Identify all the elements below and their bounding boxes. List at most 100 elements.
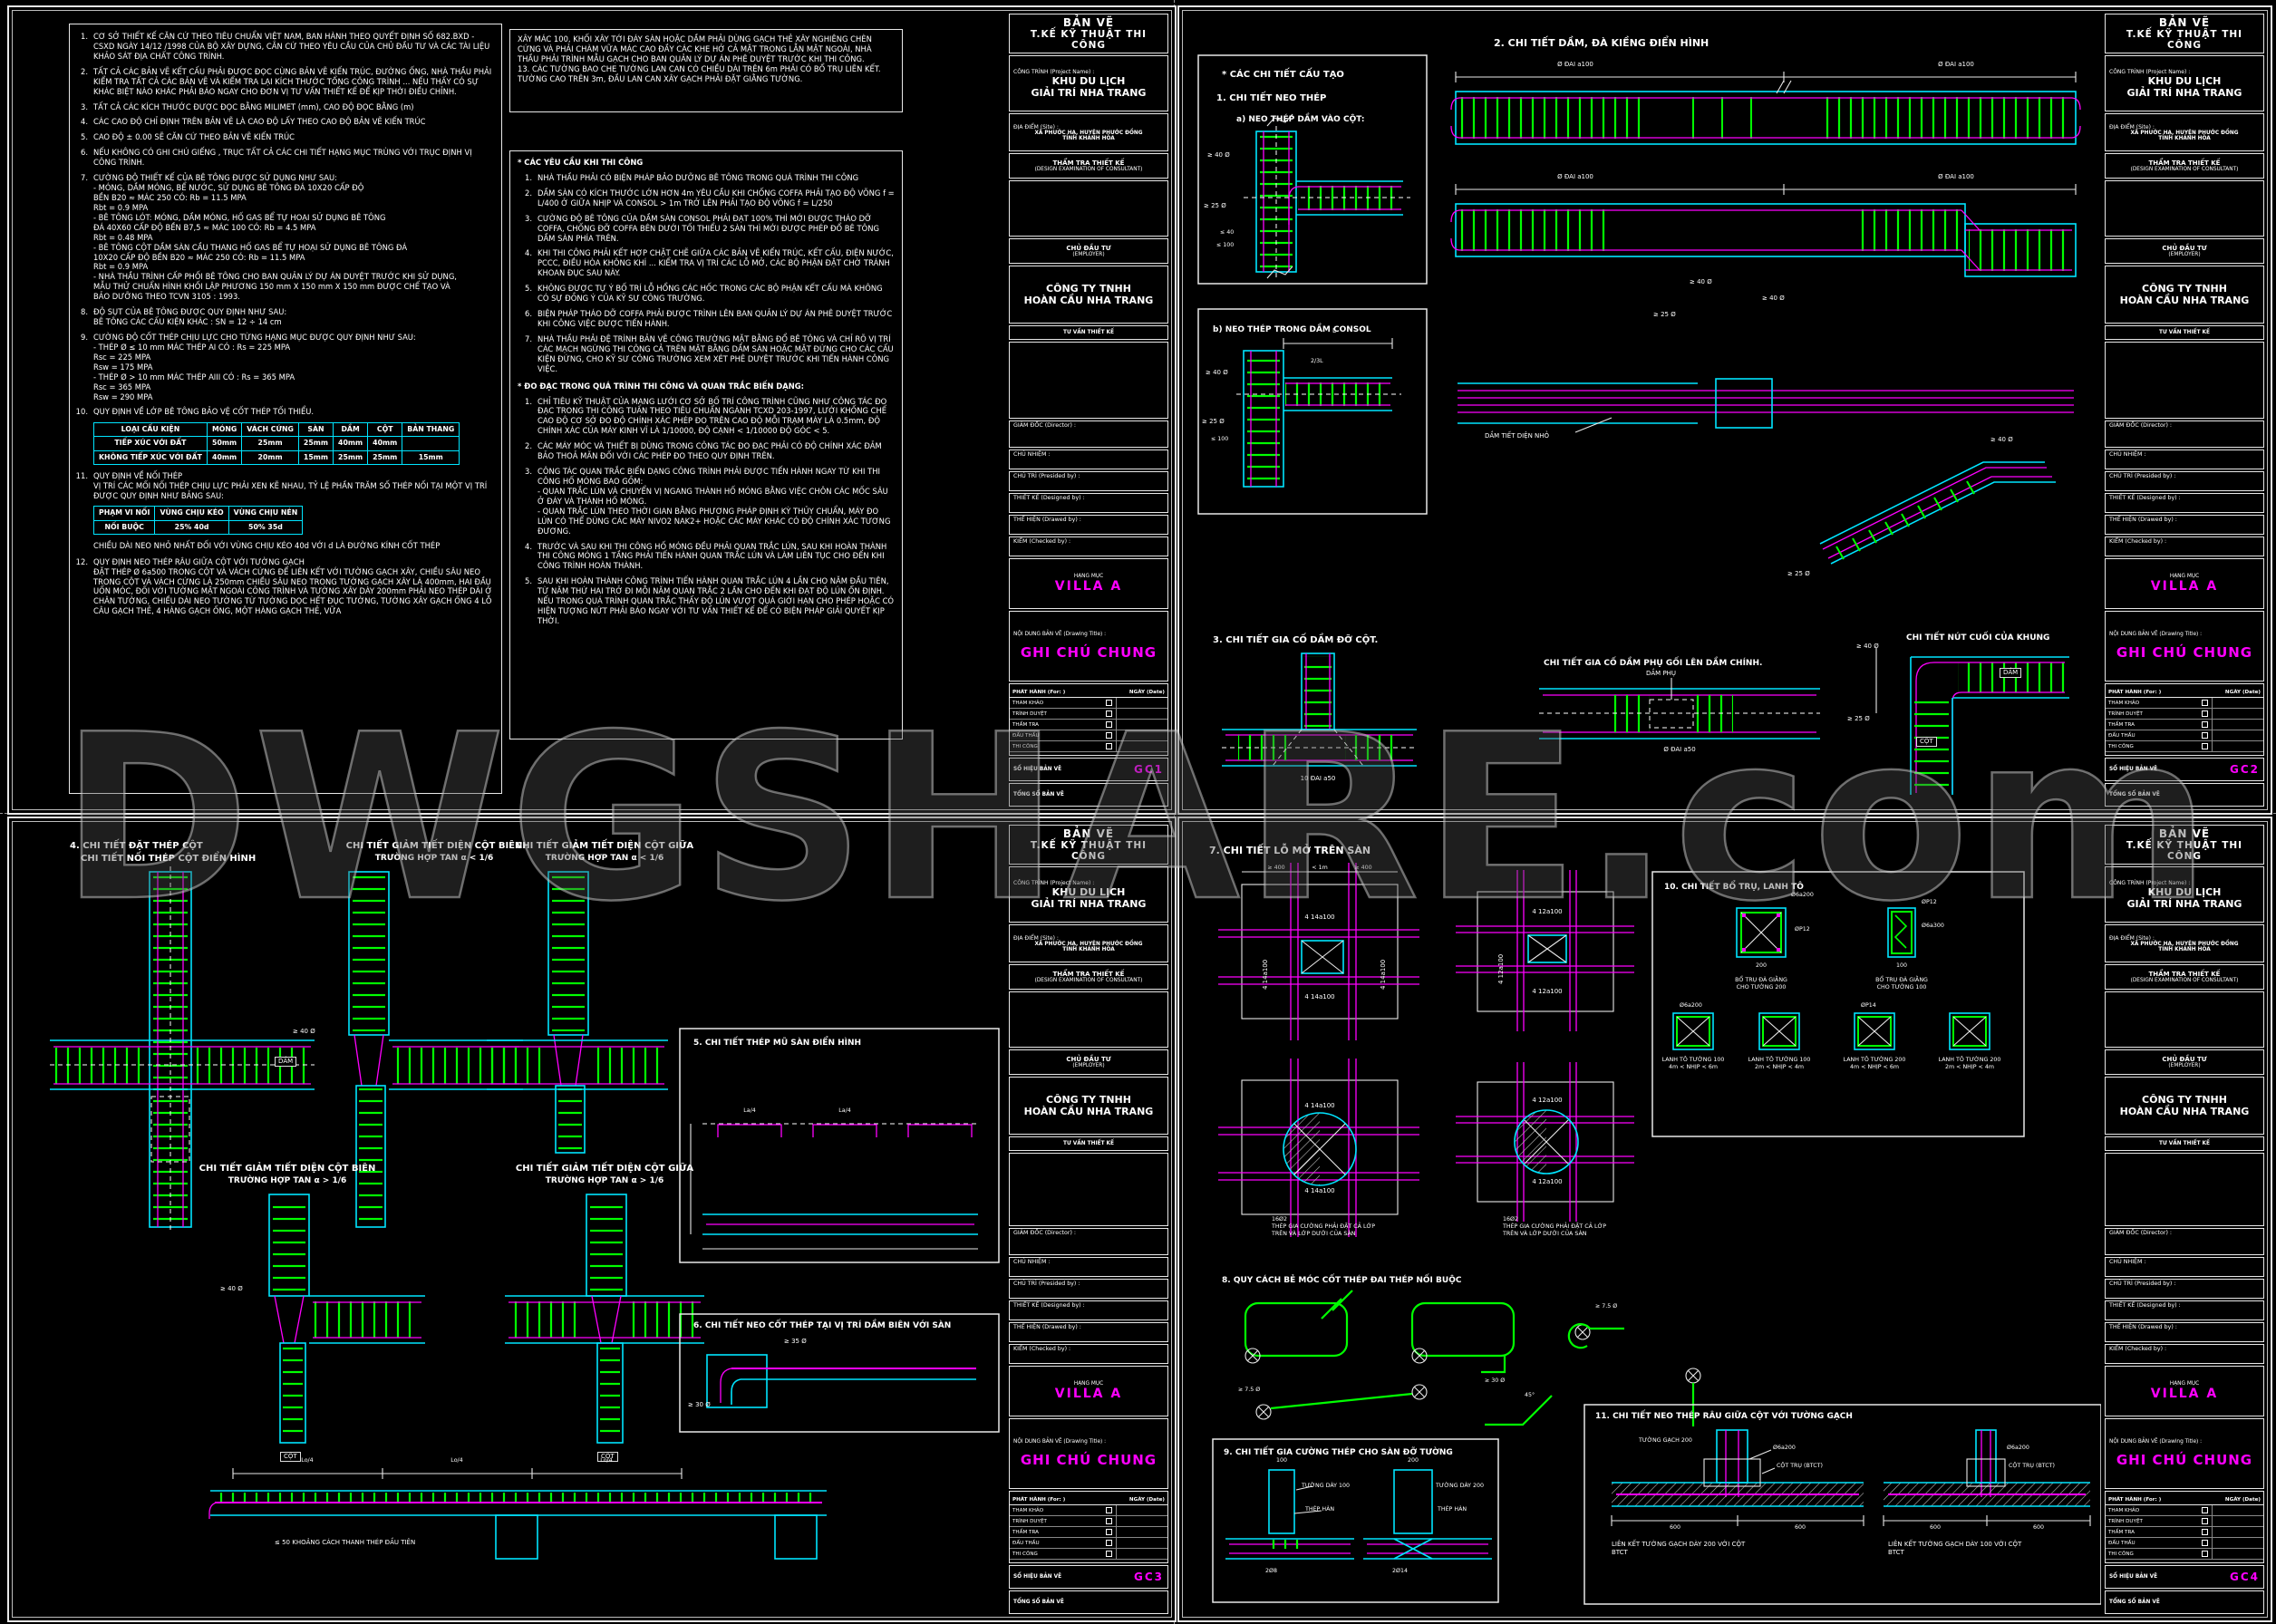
rebar-label: Ø6a200 [1680, 1002, 1702, 1009]
section-subtitle: TRƯỜNG HỢP TAN α > 1/6 [545, 1176, 664, 1185]
site-label: ĐỊA ĐIỂM (Site) : [2109, 123, 2155, 130]
issue-date-cell [2212, 730, 2263, 740]
employer-name-2: HOÀN CẦU NHA TRANG [1023, 295, 1154, 306]
dim-label: Lo/4 [301, 1457, 314, 1464]
issue-row: ĐẤU THẦU [2106, 730, 2263, 741]
rebar-label: 4 12a100 [1532, 1178, 1563, 1185]
requirement-number: 7. [525, 334, 532, 343]
checked-label: KIỂM (Checked by) : [1013, 1346, 1071, 1352]
cover-table-header: CỘT [367, 422, 403, 438]
exam-label-1: THẨM TRA THIẾT KẾ [1052, 971, 1125, 978]
titleblock-header: BẢN VẼ T.KẾ KỸ THUẬT THI CÔNG [2105, 14, 2264, 53]
checked-cell: KIỂM (Checked by) : [1009, 1344, 1168, 1364]
rebar-label: 2Ø8 [1265, 1568, 1277, 1574]
issue-date-cell [1116, 1505, 1167, 1515]
section-subtitle: TRƯỜNG HỢP TAN α < 1/6 [545, 854, 664, 863]
note-text: QUY ĐỊNH VỀ LỚP BÊ TÔNG BẢO VỆ CỐT THÉP … [93, 407, 315, 417]
employer-label-cell: CHỦ ĐẦU TƯ (EMPLOYER) [1009, 238, 1168, 264]
note-item: 9. CƯỜNG ĐỘ CỐT THÉP CHỊU LỰC CHO TỪNG H… [73, 333, 496, 401]
member-label: DẦM [2000, 668, 2022, 678]
sheet4-drawing-area: 7. CHI TIẾT LỖ MỞ TRÊN SÀN ≥ 400 < 1m ≥ … [1186, 825, 2101, 1614]
consultant-box [2105, 342, 2264, 419]
issue-row: TRÌNH DUYỆT [2106, 1516, 2263, 1527]
issue-row: THI CÔNG [1010, 741, 1167, 752]
project-label: CÔNG TRÌNH (Project Name) : [2109, 879, 2191, 886]
dim-label: ≥ 40 Ø [1207, 151, 1230, 159]
issue-row: THI CÔNG [2106, 1549, 2263, 1560]
site-line1: XÃ PHƯỚC HẠ, HUYỆN PHƯỚC ĐỒNG [1034, 130, 1143, 136]
sheet2-drawing [1197, 54, 2081, 795]
sheet-total-cell: TỔNG SỐ BẢN VẼ [2105, 783, 2264, 807]
issue-row-label: ĐẤU THẦU [1012, 732, 1040, 739]
section-title: CHI TIẾT NÚT CUỐI CỦA KHUNG [1906, 633, 2050, 643]
titleblock-header-line1: BẢN VẼ [2158, 827, 2211, 840]
member-label: CỘT [1916, 737, 1937, 747]
note-number: 10. [75, 407, 88, 417]
dim-label: Lo/4 [450, 1457, 463, 1464]
stirrup-label: Ø ĐAI a100 [1557, 61, 1593, 68]
issue-row: THAM KHẢO [2106, 1505, 2263, 1516]
site-line1: XÃ PHƯỚC HẠ, HUYỆN PHƯỚC ĐỒNG [2130, 130, 2239, 136]
issue-checkbox [1106, 721, 1112, 728]
presided-cell: CHỦ TRÌ (Presided by) : [2105, 1279, 2264, 1299]
sheet-total-label: TỔNG SỐ BẢN VẼ [1013, 1600, 1064, 1605]
exam-label-2: (DESIGN EXAMINATION OF CONSULTANT) [2130, 167, 2239, 172]
dim-label: 600 [1929, 1524, 1942, 1531]
sheet-total-label: TỔNG SỐ BẢN VẼ [1013, 792, 1064, 798]
employer-name-1: CÔNG TY TNHH [2142, 1094, 2227, 1106]
director-cell: GIÁM ĐỐC (Director) : [2105, 420, 2264, 448]
presided-label: CHỦ TRÌ (Presided by) : [1013, 1281, 1080, 1287]
consultant-label-cell: TƯ VẤN THIẾT KẾ [1009, 1136, 1168, 1151]
issue-row: ĐẤU THẦU [2106, 1538, 2263, 1549]
presided-cell: CHỦ TRÌ (Presided by) : [1009, 1279, 1168, 1299]
sheet-number-cell: SỐ HIỆU BẢN VẼ GC2 [2105, 758, 2264, 781]
drawing-title-value: GHI CHÚ CHUNG [2116, 644, 2253, 661]
exam-cell: THẨM TRA THIẾT KẾ (DESIGN EXAMINATION OF… [1009, 964, 1168, 990]
member-label: CỘT [280, 1452, 301, 1462]
employer-label-cell: CHỦ ĐẦU TƯ (EMPLOYER) [2105, 238, 2264, 264]
issue-checkbox [1106, 1551, 1112, 1557]
issue-rows: THAM KHẢO TRÌNH DUYỆT THẨM TRA [2106, 698, 2263, 752]
designed-cell: THIẾT KẾ (Designed by) : [2105, 493, 2264, 513]
sheet-total-cell: TỔNG SỐ BẢN VẼ [1009, 1590, 1168, 1614]
issue-checkbox [1106, 700, 1112, 706]
employer-cell: CÔNG TY TNHH HOÀN CẦU NHA TRANG [1009, 266, 1168, 324]
titleblock-header-line2: T.KẾ KỸ THUẬT THI CÔNG [2126, 29, 2243, 51]
employer-label-1: CHỦ ĐẦU TƯ [1066, 1056, 1111, 1063]
issue-row-label: THẨM TRA [2108, 721, 2135, 728]
issue-checkbox [1106, 710, 1112, 717]
issue-row-label: THẨM TRA [1012, 721, 1039, 728]
issue-row-label: THAM KHẢO [2108, 1507, 2140, 1513]
employer-label-2: (EMPLOYER) [2168, 1063, 2201, 1068]
dim-label: La/4 [743, 1107, 756, 1114]
issue-date-cell [2212, 1527, 2263, 1537]
note-text: CƯỜNG ĐỘ THIẾT KẾ CỦA BÊ TÔNG ĐƯỢC SỬ DỤ… [93, 173, 457, 302]
dim-label: 2/3L [1311, 358, 1323, 364]
section-subtitle: TRƯỜNG HỢP TAN α < 1/6 [374, 854, 494, 863]
note-13-box: XÂY MÁC 100, KHỐI XÂY TỚI ĐÁY SÀN HOẶC D… [509, 29, 903, 112]
consultant-label-cell: TƯ VẤN THIẾT KẾ [2105, 325, 2264, 340]
dim-label: < 1m [1312, 865, 1328, 871]
note-text: CÁC CAO ĐỘ CHỈ ĐỊNH TRÊN BẢN VẼ LÀ CAO Đ… [93, 117, 426, 127]
note-number: 7. [81, 173, 88, 183]
issue-date-cell [2212, 720, 2263, 730]
category-cell: HẠNG MỤC VILLA A [2105, 1366, 2264, 1416]
section-title: 8. QUY CÁCH BẺ MÓC CỐT THÉP ĐAI THÉP NỐI… [1222, 1276, 1462, 1285]
title-block: BẢN VẼ T.KẾ KỸ THUẬT THI CÔNG CÔNG TRÌNH… [1009, 14, 1168, 807]
project-cell: CÔNG TRÌNH (Project Name) : KHU DU LỊCH … [2105, 866, 2264, 923]
section-title: CHI TIẾT GIẢM TIẾT DIỆN CỘT BIÊN [199, 1164, 376, 1174]
section-title: 5. CHI TIẾT THÉP MŨ SÀN ĐIỂN HÌNH [693, 1039, 862, 1048]
sheet-total-cell: TỔNG SỐ BẢN VẼ [1009, 783, 1168, 807]
issue-checkbox [2202, 1529, 2208, 1535]
note-item: 10. QUY ĐỊNH VỀ LỚP BÊ TÔNG BẢO VỆ CỐT T… [73, 407, 496, 417]
stirrup-label: Ø ĐAI a100 [1557, 173, 1593, 180]
requirement-text: BIỆN PHÁP THÁO DỠ COFFA PHẢI ĐƯỢC TRÌNH … [538, 309, 893, 328]
project-label: CÔNG TRÌNH (Project Name) : [2109, 68, 2191, 75]
issue-checkbox [2202, 710, 2208, 717]
issue-checkbox [1106, 1507, 1112, 1513]
issue-row-label: THAM KHẢO [2108, 700, 2140, 706]
issue-label: PHÁT HÀNH (For: ) [2108, 1496, 2162, 1503]
issue-row-label: ĐẤU THẦU [2108, 732, 2136, 739]
dim-label: ≥ 7.5 Ø [1595, 1303, 1618, 1310]
issue-table: PHÁT HÀNH (For: ) NGÀY (Date) THAM KHẢO … [1009, 1491, 1168, 1563]
